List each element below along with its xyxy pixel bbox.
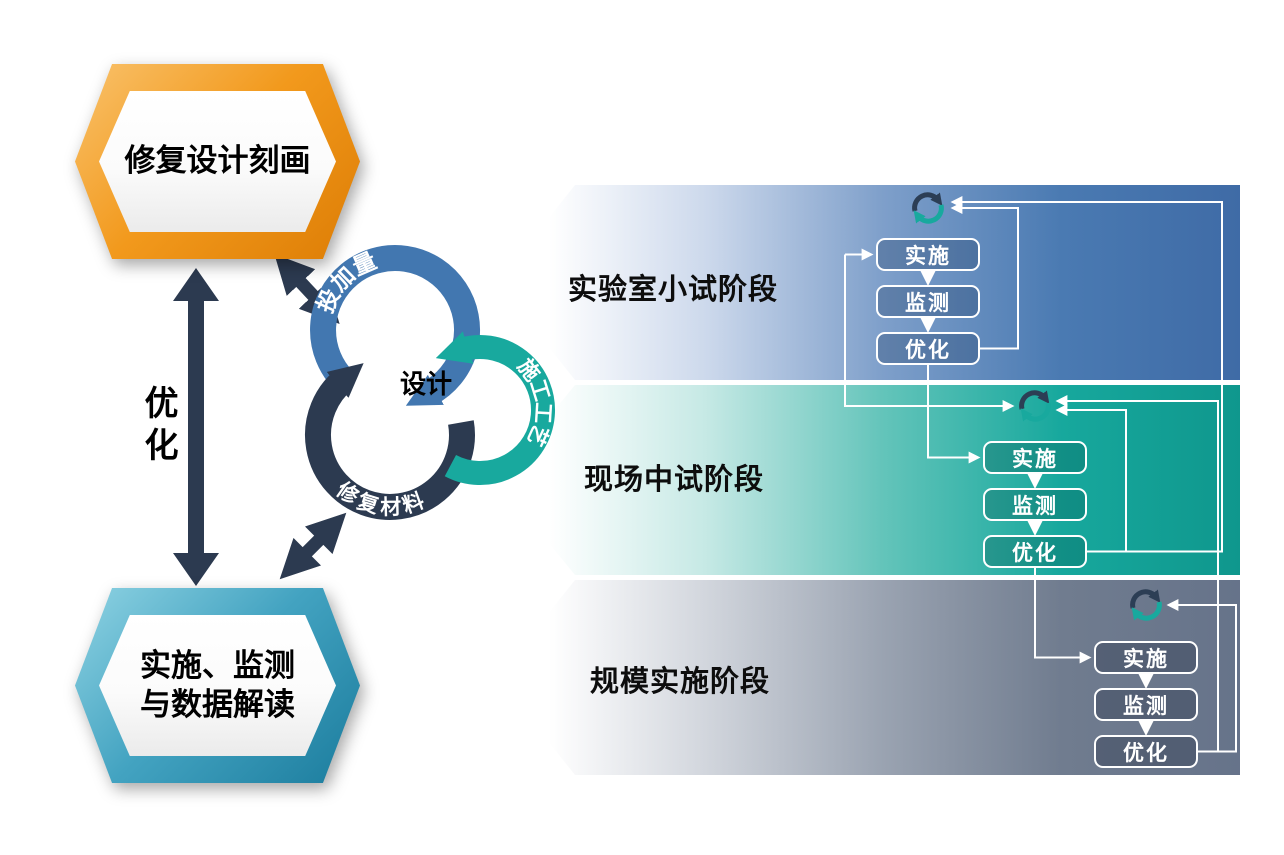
stage-title-lab: 实验室小试阶段 bbox=[568, 272, 779, 306]
implement-box-label-line1: 实施、监测 bbox=[140, 647, 295, 684]
diagonal-double-arrow-top bbox=[274, 254, 340, 324]
diagonal-double-arrow-bottom bbox=[279, 512, 347, 580]
design-box-panel: 修复设计刻画 bbox=[99, 91, 336, 232]
material-arc-label: 修复材料 bbox=[331, 477, 427, 520]
svg-text:修复材料: 修复材料 bbox=[331, 477, 429, 520]
optimization-label: 优化 bbox=[138, 385, 178, 469]
implement-box-label-line2: 与数据解读 bbox=[140, 686, 295, 723]
step-box-monitor-pilot: 监测 bbox=[983, 488, 1087, 521]
step-box-optimize-full: 优化 bbox=[1094, 735, 1198, 768]
design-box-label: 修复设计刻画 bbox=[124, 143, 311, 180]
step-box-implement-lab: 实施 bbox=[876, 238, 980, 271]
implement-box-panel: 实施、监测 与数据解读 bbox=[99, 615, 336, 756]
step-box-optimize-pilot: 优化 bbox=[983, 535, 1087, 568]
step-box-monitor-lab: 监测 bbox=[876, 285, 980, 318]
stage-title-full: 规模实施阶段 bbox=[590, 664, 771, 698]
step-box-optimize-lab: 优化 bbox=[876, 332, 980, 365]
stage-title-pilot: 现场中试阶段 bbox=[584, 462, 765, 496]
step-box-monitor-full: 监测 bbox=[1094, 688, 1198, 721]
step-box-implement-pilot: 实施 bbox=[983, 441, 1087, 474]
design-center-label: 设计 bbox=[400, 370, 453, 400]
step-box-implement-full: 实施 bbox=[1094, 641, 1198, 674]
design-characterization-box: 修复设计刻画 bbox=[75, 64, 360, 259]
implementation-monitoring-box: 实施、监测 与数据解读 bbox=[75, 588, 360, 783]
